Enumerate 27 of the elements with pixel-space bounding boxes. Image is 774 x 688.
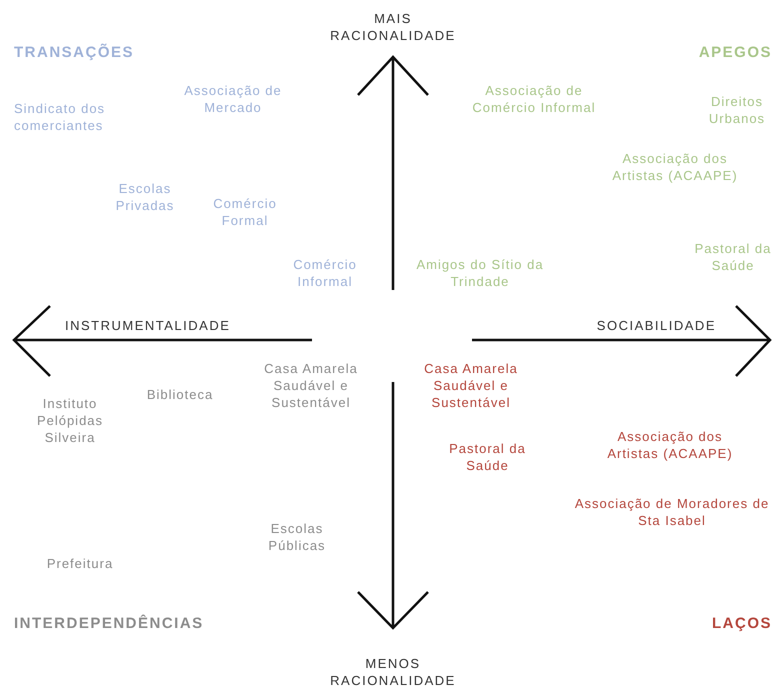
item-label: Associação de Mercado <box>183 82 283 116</box>
quadrant-title: INTERDEPENDÊNCIAS <box>14 615 205 632</box>
quadrant-title: APEGOS <box>698 44 772 61</box>
axis-label: MENOS RACIONALIDADE <box>329 655 457 688</box>
item-label: Associação de Moradores de Sta Isabel <box>574 495 770 529</box>
item-label: Escolas Privadas <box>114 180 176 214</box>
item-label: Comércio Informal <box>292 256 358 290</box>
axis-label: INSTRUMENTALIDADE <box>65 317 232 334</box>
quadrant-title: LAÇOS <box>711 615 772 632</box>
item-label: Casa Amarela Saudável e Sustentável <box>423 360 519 411</box>
item-label: Associação dos Artistas (ACAAPE) <box>606 428 734 462</box>
item-label: Comércio Formal <box>212 195 278 229</box>
axis-label: MAIS RACIONALIDADE <box>329 10 457 44</box>
item-label: Pastoral da Saúde <box>694 240 772 274</box>
item-label: Biblioteca <box>146 386 214 403</box>
item-label: Amigos do Sítio da Trindade <box>415 256 545 290</box>
item-label: Instituto Pelópidas Silveira <box>36 395 104 446</box>
item-label: Escolas Públicas <box>267 520 327 554</box>
item-label: Associação dos Artistas (ACAAPE) <box>611 150 739 184</box>
axis-label: SOCIABILIDADE <box>596 317 716 334</box>
item-label: Pastoral da Saúde <box>448 440 527 474</box>
item-label: Associação de Comércio Informal <box>471 82 597 116</box>
item-label: Direitos Urbanos <box>708 93 766 127</box>
item-label: Casa Amarela Saudável e Sustentável <box>263 360 359 411</box>
quadrant-title: TRANSAÇÕES <box>14 44 136 61</box>
item-label: Sindicato dos comerciantes <box>14 100 106 134</box>
item-label: Prefeitura <box>46 555 114 572</box>
